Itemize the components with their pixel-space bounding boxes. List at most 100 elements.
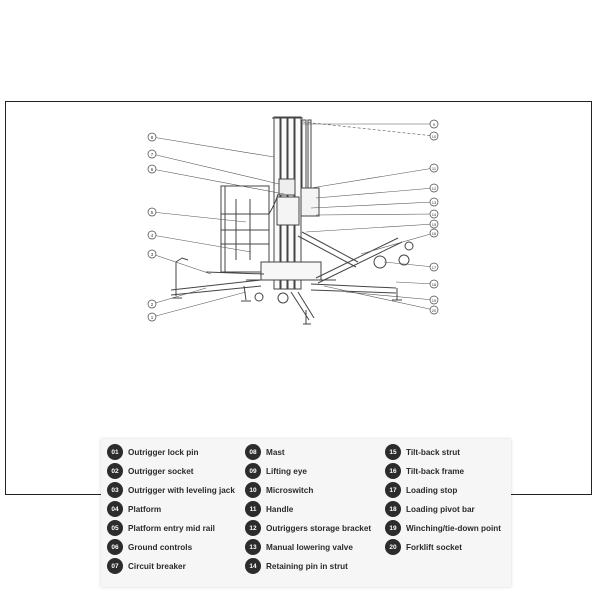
legend-label: Outriggers storage bracket [266,523,372,533]
legend-item-08: 08 Mast [245,444,285,460]
legend-item-18: 18 Loading pivot bar [385,501,475,517]
legend-label: Platform [128,504,162,514]
svg-text:6: 6 [151,167,154,172]
callout-18: 18 [429,279,439,289]
legend-number: 02 [107,463,123,479]
callout-19: 19 [429,295,439,305]
legend-label: Circuit breaker [128,561,186,571]
legend-item-07: 07 Circuit breaker [107,558,186,574]
svg-text:16: 16 [432,231,437,236]
left-leader-lines [151,136,285,318]
legend-number: 10 [245,482,261,498]
svg-text:13: 13 [432,200,437,205]
legend-label: Outrigger with leveling jack [128,485,235,495]
left-callouts: 8 7 6 5 4 3 2 1 [147,132,157,322]
svg-text:7: 7 [151,152,154,157]
callout-8: 8 [147,132,157,142]
callout-6: 6 [147,164,157,174]
legend-item-17: 17 Loading stop [385,482,458,498]
callout-16: 16 [429,228,439,238]
legend-label: Loading stop [406,485,458,495]
legend-label: Lifting eye [266,466,307,476]
legend-number: 04 [107,501,123,517]
svg-text:20: 20 [432,308,437,313]
legend-number: 17 [385,482,401,498]
svg-text:14: 14 [432,212,437,217]
legend-label: Manual lowering valve [266,542,353,552]
callout-9: 9 [429,119,439,129]
legend-number: 20 [385,539,401,555]
legend-number: 18 [385,501,401,517]
legend-label: Forklift socket [406,542,462,552]
legend-item-05: 05 Platform entry mid rail [107,520,215,536]
legend-number: 07 [107,558,123,574]
legend-number: 15 [385,444,401,460]
legend-item-11: 11 Handle [245,501,294,517]
legend-number: 14 [245,558,261,574]
callout-5: 5 [147,207,157,217]
legend-number: 03 [107,482,123,498]
legend-item-09: 09 Lifting eye [245,463,307,479]
legend-label: Winching/tie-down point [406,523,501,533]
legend-number: 08 [245,444,261,460]
legend-label: Tilt-back strut [406,447,460,457]
legend-item-04: 04 Platform [107,501,162,517]
svg-text:5: 5 [151,210,154,215]
aerial-lift-drawing: 8 7 6 5 4 3 2 1 9 10 11 12 13 14 15 16 1… [147,116,439,325]
legend-item-19: 19 Winching/tie-down point [385,520,501,536]
callout-10: 10 [429,131,439,141]
svg-text:12: 12 [432,186,437,191]
callout-7: 7 [147,149,157,159]
legend-number: 09 [245,463,261,479]
callout-1: 1 [147,312,157,322]
callout-2: 2 [147,299,157,309]
legend-label: Loading pivot bar [406,504,475,514]
svg-text:4: 4 [151,233,154,238]
legend-item-15: 15 Tilt-back strut [385,444,460,460]
svg-text:9: 9 [433,122,436,127]
legend-item-06: 06 Ground controls [107,539,193,555]
legend-item-10: 10 Microswitch [245,482,314,498]
right-leader-lines [302,121,435,311]
legend-label: Ground controls [128,542,193,552]
figure-frame: 8 7 6 5 4 3 2 1 9 10 11 12 13 14 15 16 1… [5,101,592,587]
legend-item-01: 01 Outrigger lock pin [107,444,199,460]
callout-15: 15 [429,219,439,229]
legend-number: 16 [385,463,401,479]
svg-text:8: 8 [151,135,154,140]
legend-label: Outrigger socket [128,466,194,476]
legend-number: 05 [107,520,123,536]
ground-controls-box [278,178,296,196]
legend-number: 19 [385,520,401,536]
legend-item-13: 13 Manual lowering valve [245,539,353,555]
legend-item-12: 12 Outriggers storage bracket [245,520,372,536]
parts-legend: 01 Outrigger lock pin 02 Outrigger socke… [101,439,511,587]
svg-text:1: 1 [151,315,154,320]
legend-label: Microswitch [266,485,314,495]
callout-14: 14 [429,209,439,219]
svg-text:10: 10 [432,134,437,139]
svg-text:18: 18 [432,282,437,287]
legend-label: Retaining pin in strut [266,561,348,571]
legend-label: Handle [266,504,294,514]
callout-4: 4 [147,230,157,240]
legend-label: Mast [266,447,285,457]
legend-number: 12 [245,520,261,536]
right-callouts: 9 10 11 12 13 14 15 16 17 18 19 20 [429,119,439,315]
legend-item-16: 16 Tilt-back frame [385,463,465,479]
svg-text:11: 11 [432,166,437,171]
svg-text:15: 15 [432,222,437,227]
callout-11: 11 [429,163,439,173]
legend-label: Tilt-back frame [406,466,465,476]
outriggers [170,257,402,325]
callout-20: 20 [429,305,439,315]
platform-basket [220,185,279,273]
svg-text:3: 3 [151,252,154,257]
legend-item-03: 03 Outrigger with leveling jack [107,482,235,498]
svg-text:2: 2 [151,302,154,307]
legend-number: 11 [245,501,261,517]
legend-number: 01 [107,444,123,460]
legend-item-02: 02 Outrigger socket [107,463,194,479]
legend-item-14: 14 Retaining pin in strut [245,558,348,574]
legend-number: 13 [245,539,261,555]
